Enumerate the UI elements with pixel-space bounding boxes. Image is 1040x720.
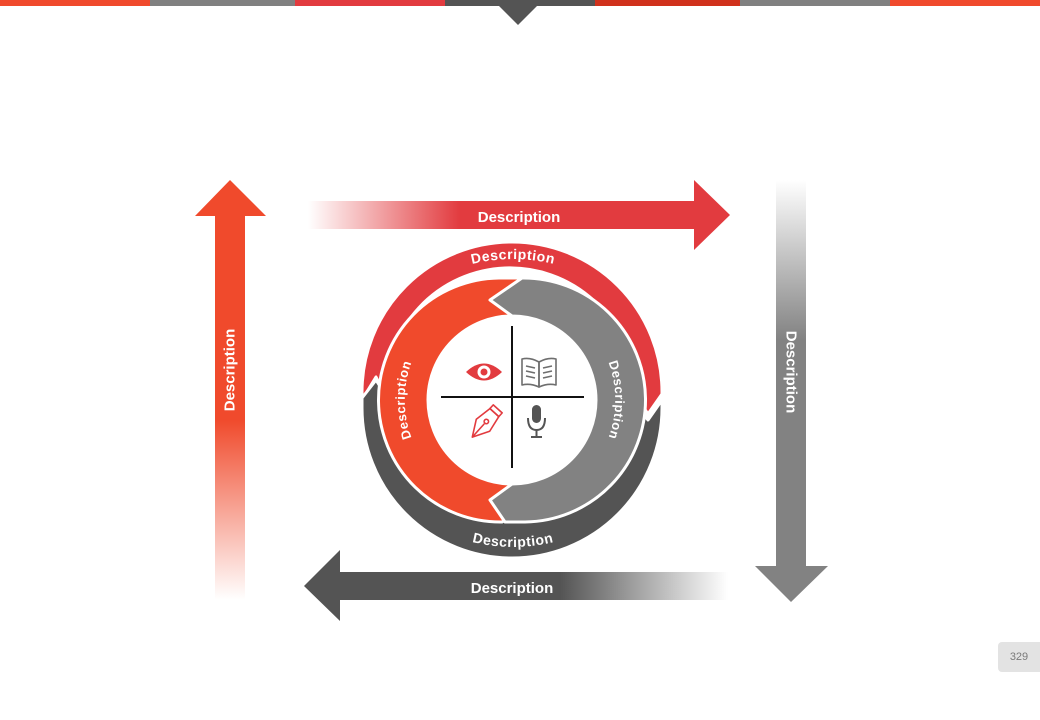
top-bar-segment (445, 0, 595, 6)
right-arrow-label: Description (783, 331, 800, 414)
top-arrow-label: Description (478, 209, 561, 226)
outer-ring-segment-top (360, 240, 664, 416)
eye-icon (466, 363, 502, 381)
top-bar-segment (740, 0, 890, 6)
microphone-icon (527, 405, 546, 438)
top-bar-pointer (498, 5, 538, 25)
top-bar-segment (295, 0, 445, 6)
outer-ring-top-label: Description (469, 246, 556, 267)
bottom-arrow (304, 550, 728, 621)
book-icon (521, 357, 557, 388)
page-number: 329 (998, 642, 1040, 672)
right-arrow (755, 180, 828, 602)
pen-icon (471, 404, 503, 438)
top-bar-segment (0, 0, 150, 6)
outer-ring-bottom-label: Description (471, 529, 554, 550)
inner-ring-segment-right (488, 276, 647, 524)
inner-ring-right-label: Description (606, 359, 628, 442)
inner-ring-segment-left (377, 276, 537, 524)
top-arrow (308, 180, 730, 250)
left-arrow (195, 180, 266, 600)
top-bar-segment (595, 0, 740, 6)
inner-ring-left-label: Description (393, 358, 415, 441)
left-arrow-label: Description (222, 329, 239, 412)
bottom-arrow-label: Description (471, 580, 554, 597)
top-bar-segment (150, 0, 295, 6)
top-bar-segment (890, 0, 1040, 6)
top-color-bar (0, 0, 1040, 25)
